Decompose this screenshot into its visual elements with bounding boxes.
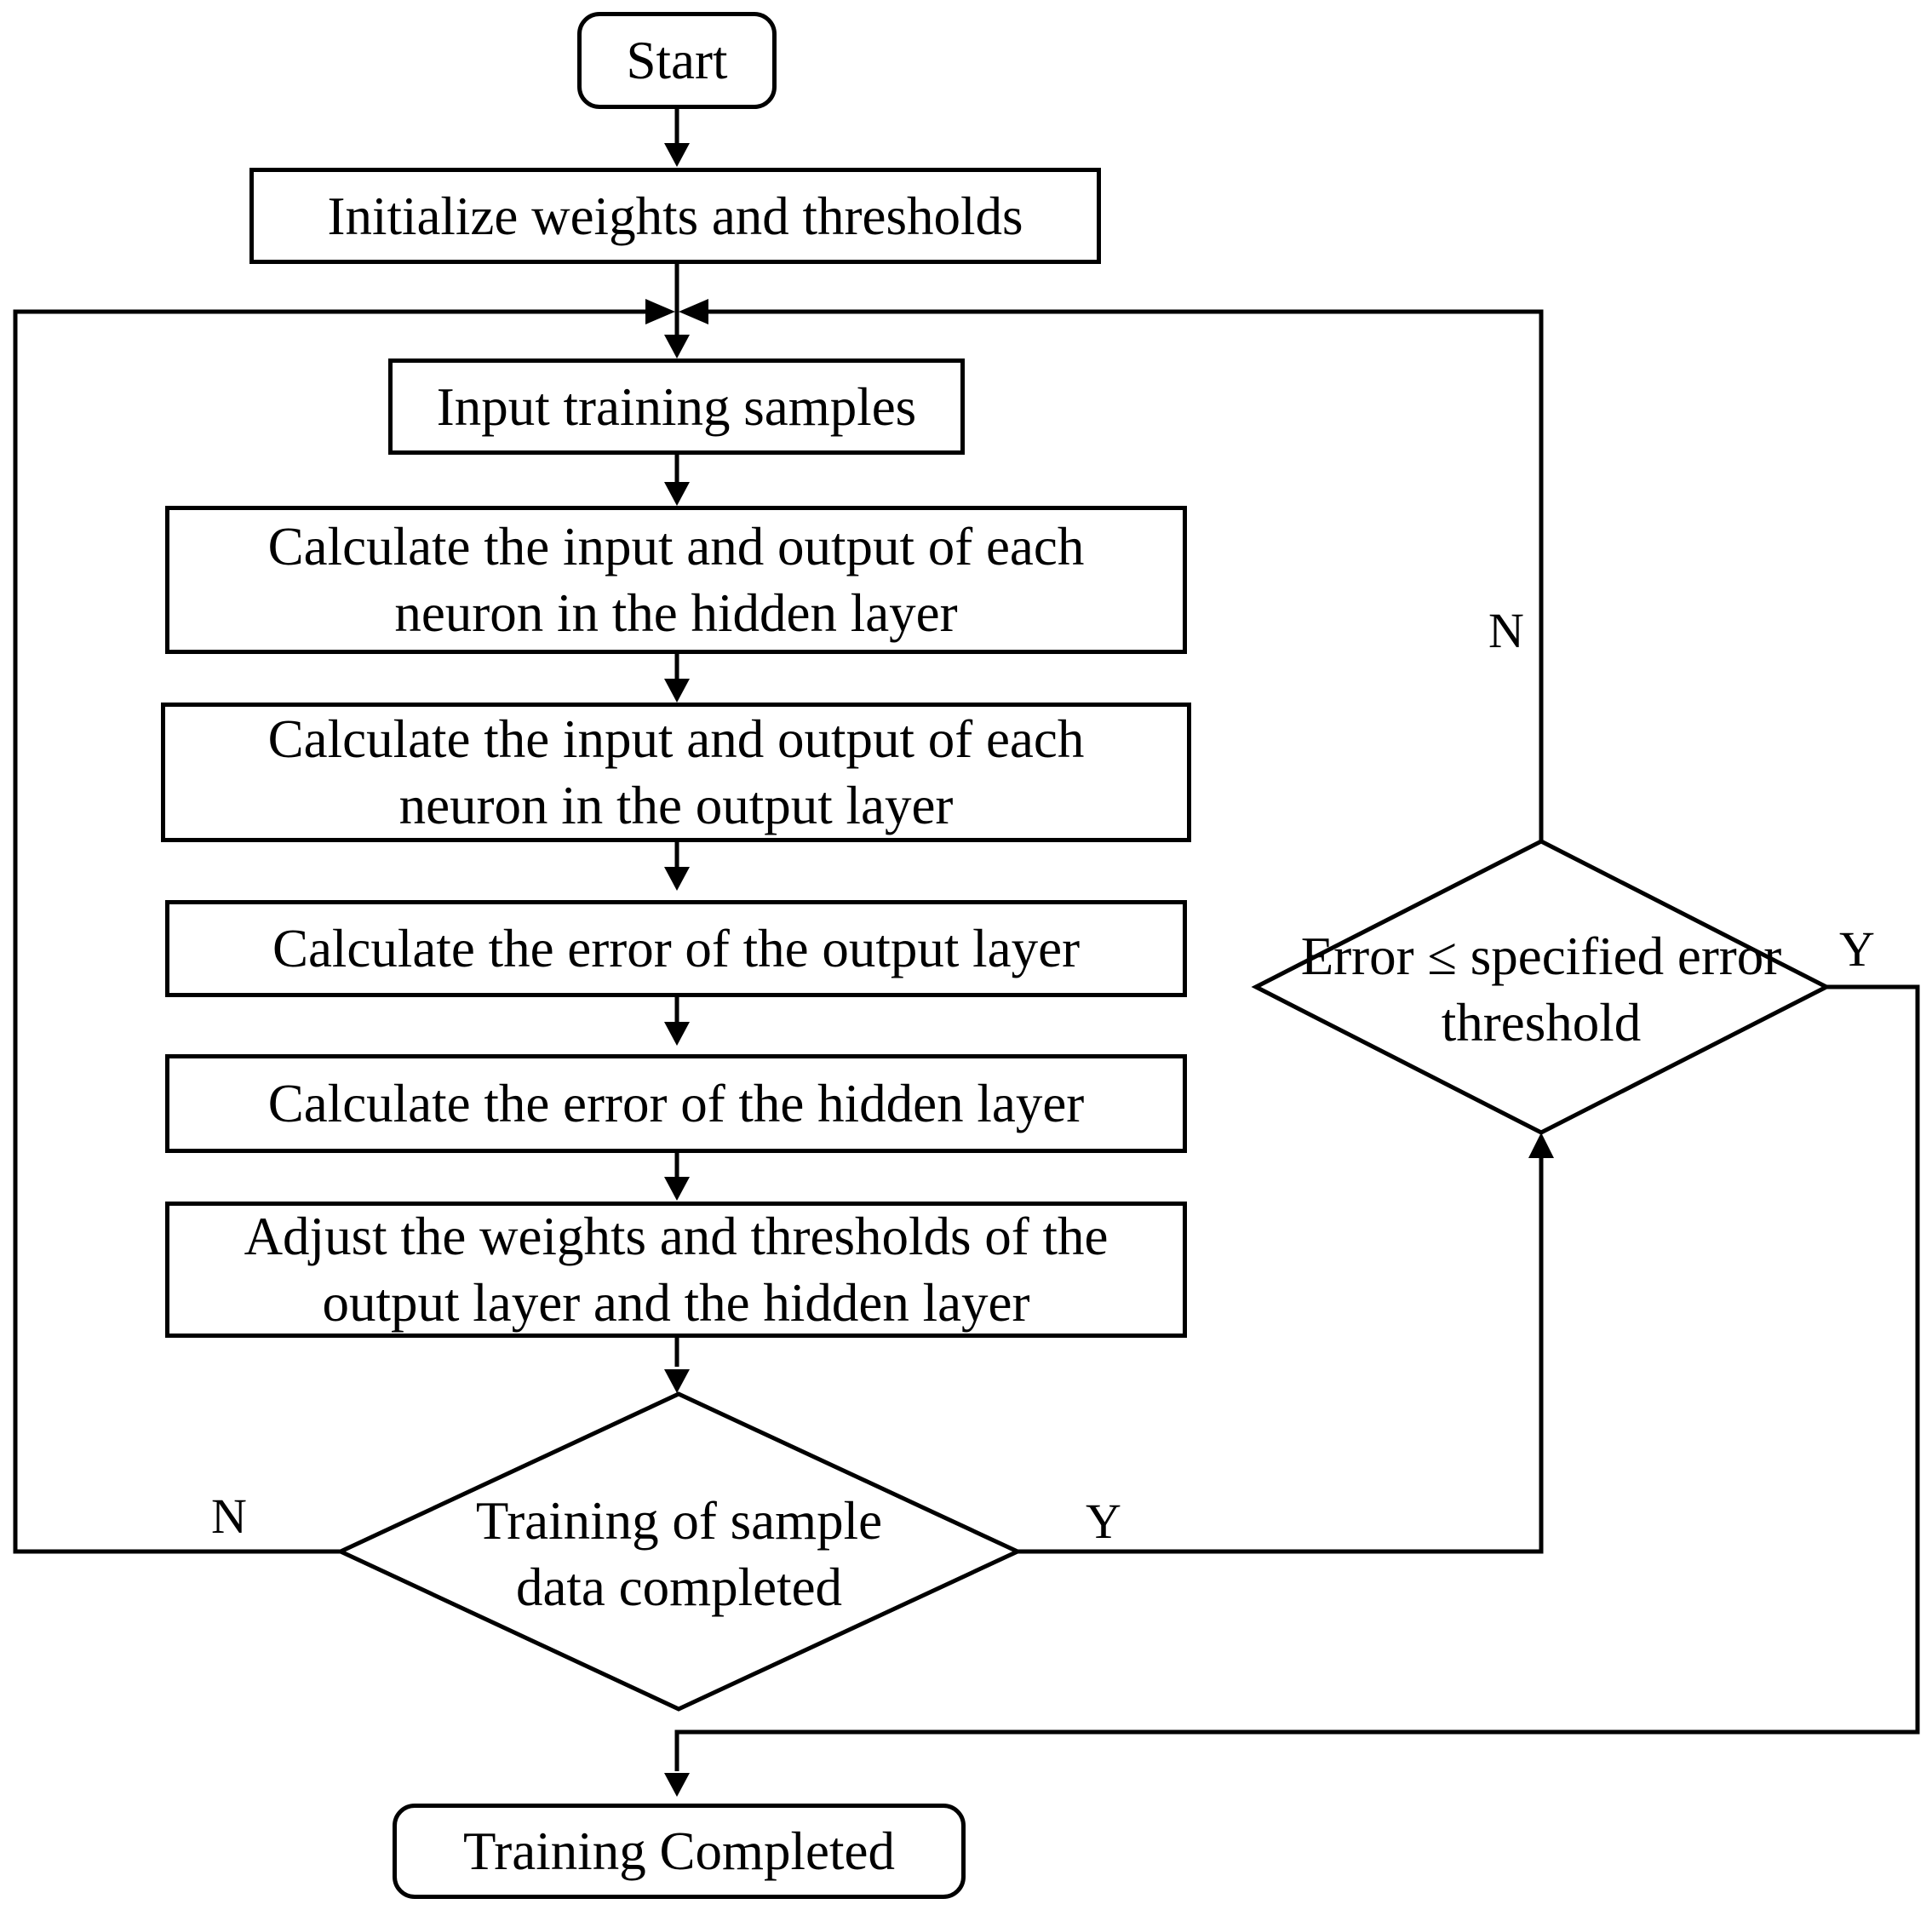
arrowhead: [679, 299, 708, 324]
end-terminal: Training Completed: [393, 1804, 966, 1899]
arrowhead: [664, 1369, 690, 1393]
error-output-box: Calculate the error of the output layer: [165, 900, 1187, 997]
arrowhead: [664, 867, 690, 891]
label-training-yes: Y: [1086, 1494, 1121, 1549]
arrowhead: [645, 299, 675, 324]
error-hidden-box: Calculate the error of the hidden layer: [165, 1054, 1187, 1153]
calc-output-box: Calculate the input and output of each n…: [161, 703, 1191, 842]
decision-training-text: Training of sample data completed: [475, 1491, 883, 1617]
loop-training-no: [13, 309, 647, 1554]
arrowhead: [664, 1022, 690, 1046]
arrowhead: [664, 679, 690, 703]
path-error-yes: [674, 984, 1920, 1771]
label-error-yes: Y: [1839, 921, 1875, 977]
start-terminal: Start: [577, 12, 777, 109]
decision-error-text: Error ≤ specified error threshold: [1300, 926, 1782, 1053]
arrowhead: [664, 335, 690, 358]
arrowhead: [1528, 1133, 1554, 1158]
loop-error-no: [707, 309, 1544, 841]
arrowhead: [664, 1177, 690, 1201]
adjust-weights-box: Adjust the weights and thresholds of the…: [165, 1202, 1187, 1338]
input-samples-box: Input training samples: [388, 358, 965, 455]
path-training-yes: [1018, 1158, 1544, 1554]
arrowhead: [664, 482, 690, 506]
decision-training-shape: [335, 1391, 1023, 1712]
label-error-no: N: [1488, 603, 1524, 658]
arrowhead: [664, 1773, 690, 1797]
arrowhead: [664, 143, 690, 167]
label-training-no: N: [211, 1488, 247, 1544]
init-weights-box: Initialize weights and thresholds: [249, 168, 1101, 264]
calc-hidden-box: Calculate the input and output of each n…: [165, 506, 1187, 654]
decision-error-shape: [1251, 839, 1832, 1135]
